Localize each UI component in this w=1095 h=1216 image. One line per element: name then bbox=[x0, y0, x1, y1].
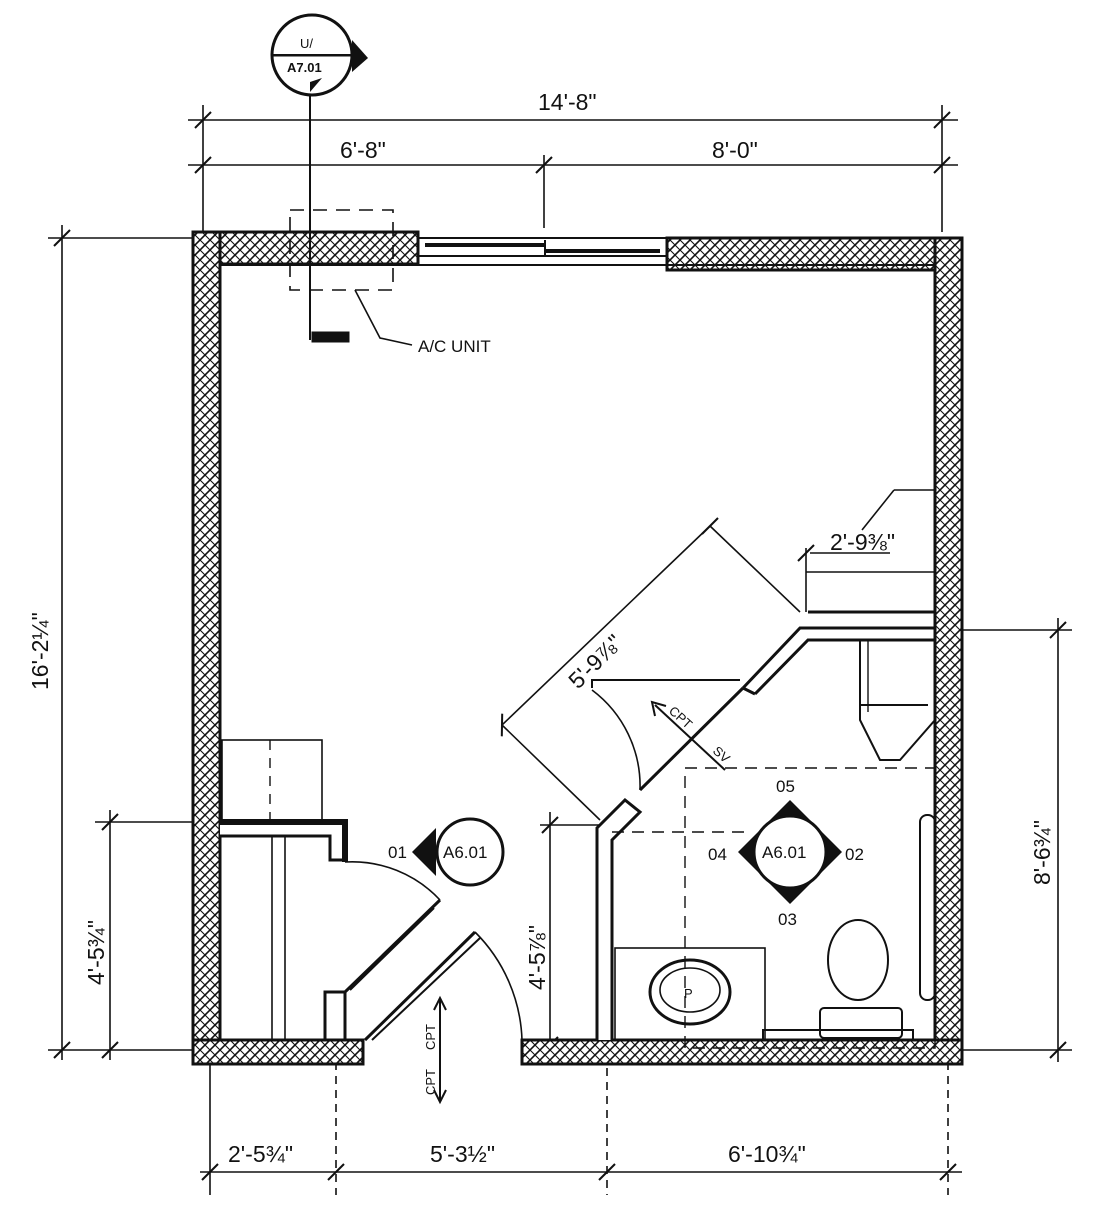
entry-door bbox=[363, 930, 523, 1042]
bath-elevation-marker[interactable]: A6.01 05 02 03 04 bbox=[708, 777, 864, 929]
dimension-lines bbox=[48, 105, 1072, 1195]
closet-elevation-sheet: A6.01 bbox=[443, 843, 487, 862]
bath-elevation-left: 04 bbox=[708, 845, 727, 864]
section-number: U/ bbox=[300, 36, 313, 51]
bath-elevation-sheet: A6.01 bbox=[762, 843, 806, 862]
dim-overall-width: 14'-8" bbox=[538, 89, 597, 115]
closet-elevation-marker[interactable]: A6.01 01 bbox=[388, 817, 505, 887]
dim-top-right: 8'-0" bbox=[712, 137, 758, 163]
sv-label: SV bbox=[710, 743, 733, 766]
dim-bath-diagonal: 5'-9⅞" bbox=[563, 629, 627, 693]
bath-elevation-top: 05 bbox=[776, 777, 795, 796]
dim-bath-depth: 8'-6¾" bbox=[1029, 820, 1055, 885]
dim-bottom-right: 6'-10¾" bbox=[728, 1141, 806, 1167]
floor-transition-bath bbox=[650, 700, 726, 771]
dim-vanity-offset: 2'-9⅜" bbox=[830, 529, 895, 555]
window bbox=[417, 237, 668, 257]
room-tag-id: P bbox=[684, 986, 693, 1001]
dim-bottom-middle: 5'-3½" bbox=[430, 1141, 495, 1167]
bath-elevation-right: 02 bbox=[845, 845, 864, 864]
ac-unit-label: A/C UNIT bbox=[418, 337, 491, 356]
dim-top-left: 6'-8" bbox=[340, 137, 386, 163]
dim-overall-depth: 16'-2¼" bbox=[27, 612, 53, 690]
bath-elevation-bottom: 03 bbox=[778, 910, 797, 929]
closet bbox=[220, 739, 442, 1042]
closet-elevation-view: 01 bbox=[388, 843, 407, 862]
section-marker[interactable]: U/ A7.01 bbox=[270, 13, 368, 97]
ac-unit bbox=[289, 95, 413, 346]
dim-bottom-left: 2'-5¾" bbox=[228, 1141, 293, 1167]
dim-bath-wall: 4'-5⅞" bbox=[524, 925, 550, 990]
dim-closet-depth: 4'-5¾" bbox=[83, 920, 109, 985]
exterior-walls bbox=[191, 230, 964, 1066]
cpt-label-bath: CPT bbox=[666, 703, 695, 732]
floor-transition-entry bbox=[433, 995, 447, 1105]
cpt-label-1: CPT bbox=[423, 1024, 438, 1050]
section-sheet: A7.01 bbox=[287, 60, 322, 75]
cpt-label-2: CPT bbox=[423, 1069, 438, 1095]
